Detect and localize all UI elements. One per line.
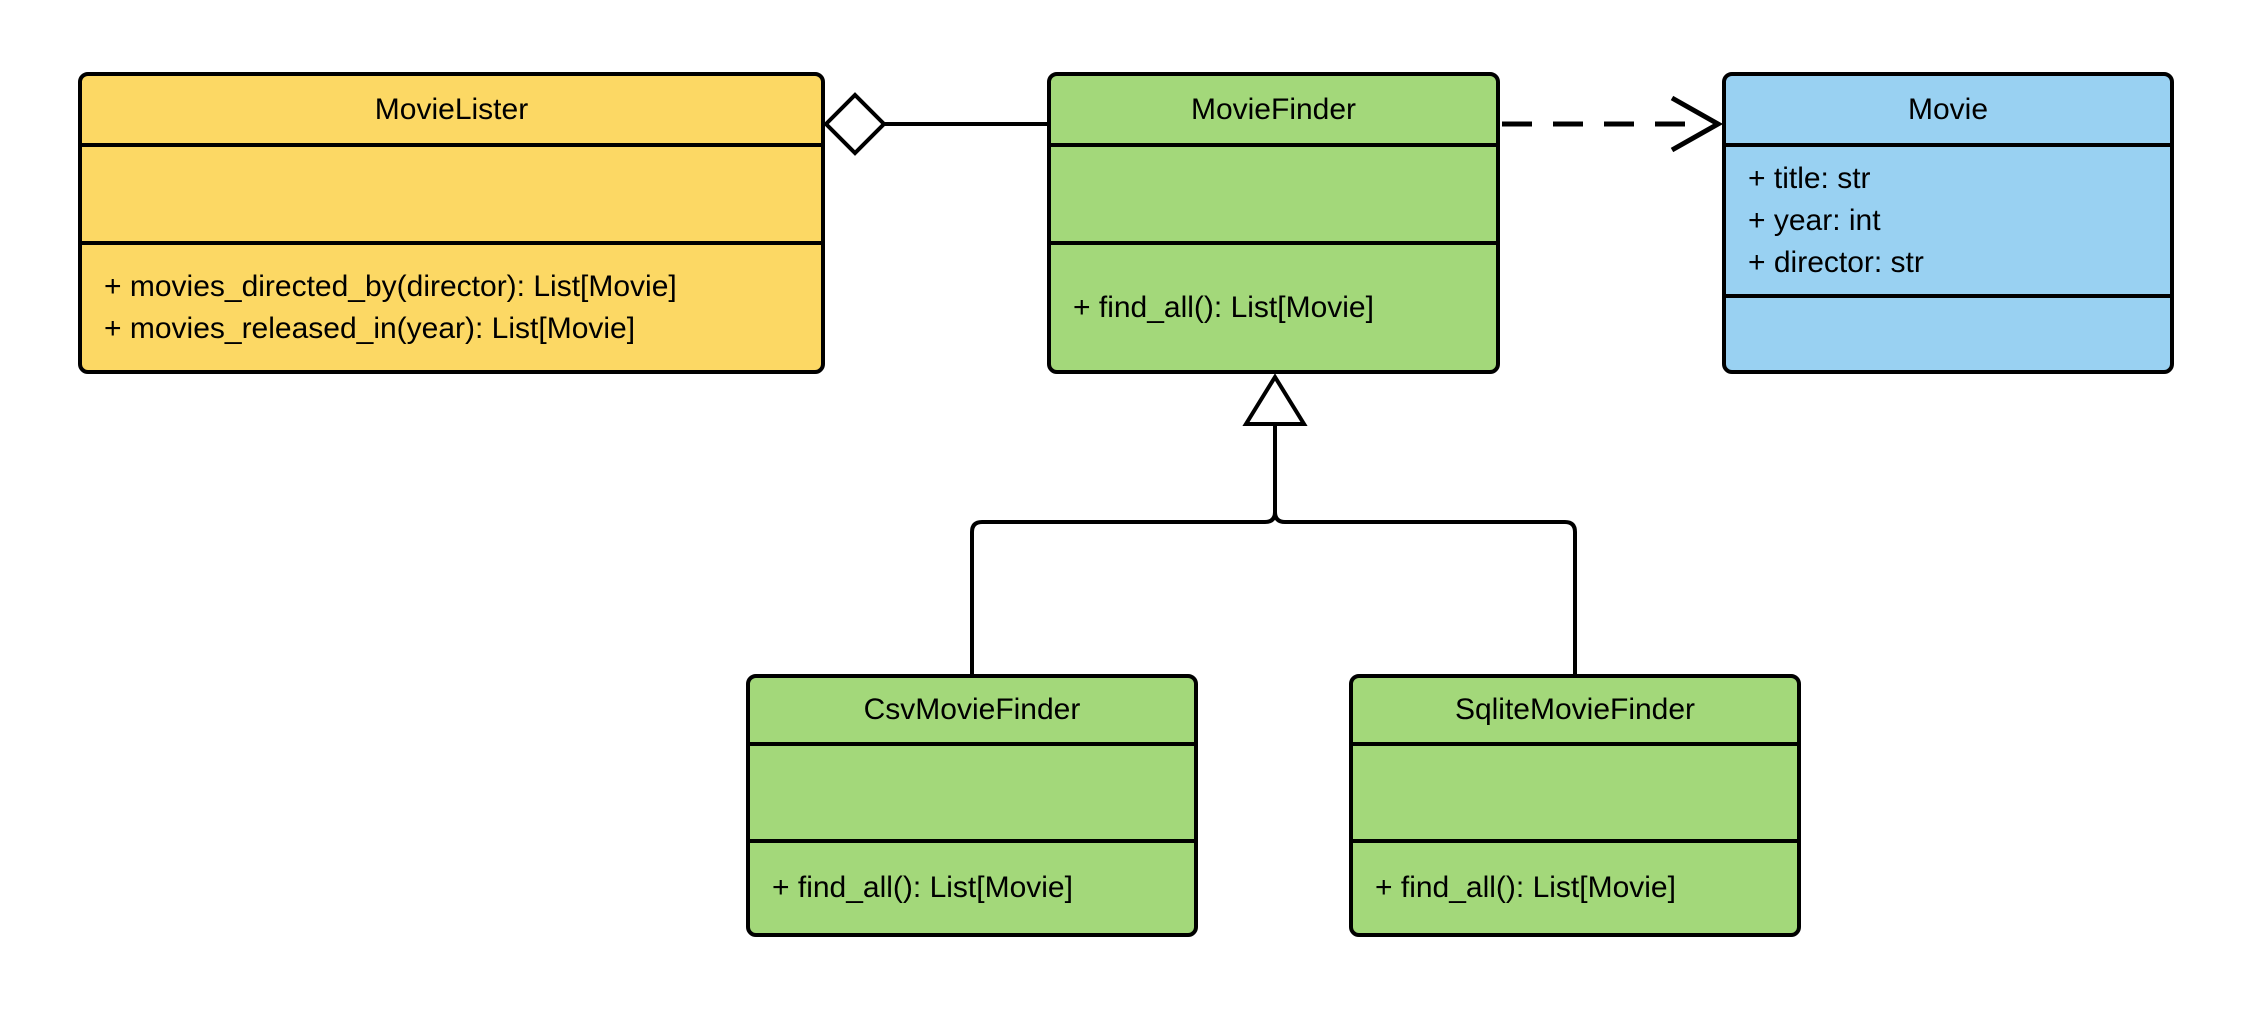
class-box-sqlitemoviefinder: SqliteMovieFinder + find_all(): List[Mov… — [1349, 674, 1801, 937]
attribute-item: + title: str — [1748, 161, 1871, 195]
attributes-section — [1353, 742, 1797, 839]
method-item: + find_all(): List[Movie] — [772, 871, 1073, 904]
class-title: Movie — [1907, 92, 1989, 126]
methods-section: + find_all(): List[Movie] — [750, 839, 1194, 933]
attribute-item: + year: int — [1748, 203, 1881, 237]
methods-section: + movies_directed_by(director): List[Mov… — [82, 241, 821, 370]
method-item: + find_all(): List[Movie] — [1375, 871, 1676, 904]
class-box-moviefinder: MovieFinder + find_all(): List[Movie] — [1047, 72, 1500, 374]
class-box-csvmoviefinder: CsvMovieFinder + find_all(): List[Movie] — [746, 674, 1198, 937]
attributes-section — [82, 143, 821, 241]
inheritance-connector-csv — [970, 424, 1277, 676]
method-item: + movies_released_in(year): List[Movie] — [104, 311, 636, 345]
methods-section: + find_all(): List[Movie] — [1353, 839, 1797, 933]
attribute-item: + director: str — [1748, 245, 1924, 279]
attributes-section — [1051, 143, 1496, 241]
class-box-movielister: MovieLister + movies_directed_by(directo… — [78, 72, 825, 374]
inheritance-connector-sqlite — [1273, 424, 1577, 676]
methods-section: + find_all(): List[Movie] — [1051, 241, 1496, 370]
class-box-movie: Movie + title: str + year: int + directo… — [1722, 72, 2174, 374]
methods-section — [1726, 294, 2170, 370]
method-item: + movies_directed_by(director): List[Mov… — [104, 269, 677, 303]
inheritance-triangle — [1242, 373, 1308, 426]
attributes-section: + title: str + year: int + director: str — [1726, 143, 2170, 294]
aggregation-diamond — [823, 92, 887, 156]
class-title: SqliteMovieFinder — [1454, 693, 1696, 726]
method-item: + find_all(): List[Movie] — [1073, 290, 1374, 324]
attributes-section — [750, 742, 1194, 839]
class-title: CsvMovieFinder — [863, 693, 1081, 726]
class-title: MovieLister — [374, 92, 529, 126]
dependency-arrowhead-icon — [1670, 95, 1724, 153]
class-title: MovieFinder — [1190, 92, 1357, 126]
